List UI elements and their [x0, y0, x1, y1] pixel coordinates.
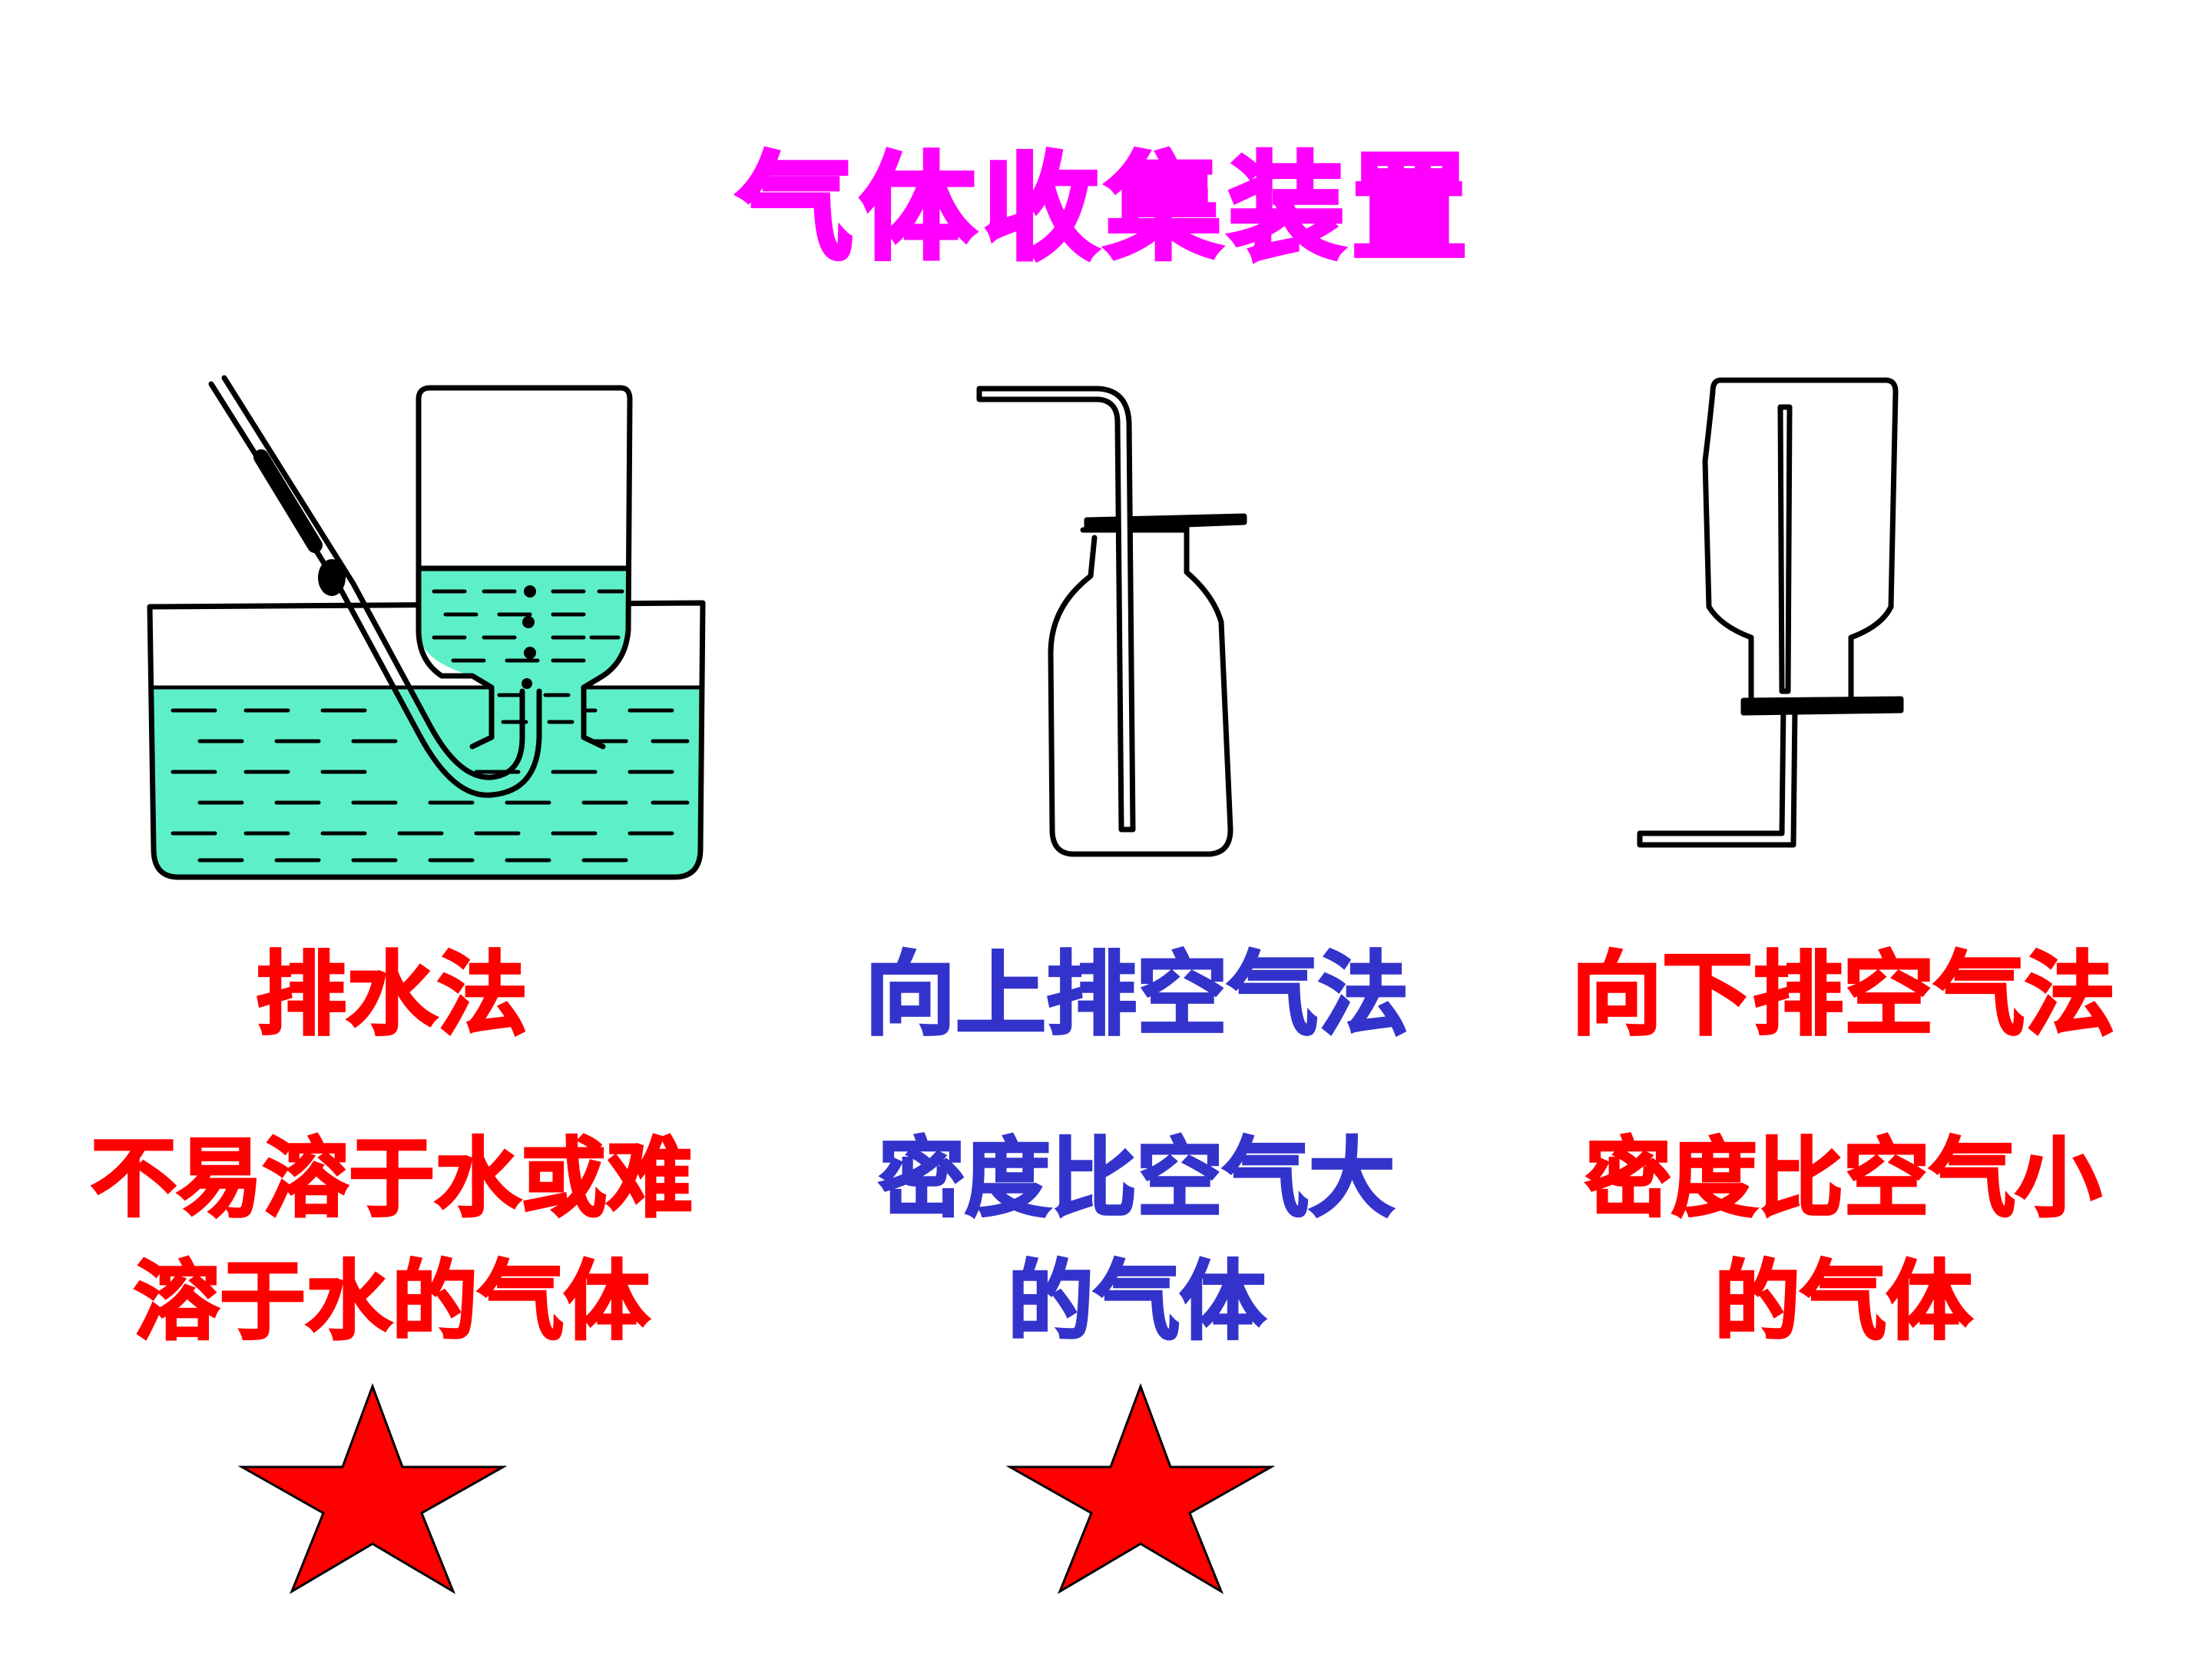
- method-label-upward: 向上排空气法: [863, 941, 1409, 1049]
- method-desc-water: 不易溶于水或难 溶于水的气体: [8, 1118, 776, 1363]
- desc-line: 密度比空气小: [1584, 1128, 2103, 1230]
- desc-line: 不易溶于水或难: [90, 1128, 694, 1230]
- desc-line: 的气体: [1714, 1251, 1974, 1353]
- star-icon: [238, 1382, 507, 1594]
- method-label-water: 排水法: [254, 941, 528, 1049]
- water-displacement-apparatus: [147, 375, 706, 880]
- method-label-downward: 向下排空气法: [1570, 941, 2116, 1049]
- desc-line: 的气体: [1007, 1251, 1267, 1353]
- star-icon: [1006, 1382, 1275, 1594]
- upward-air-displacement-bottle: [976, 386, 1247, 857]
- method-desc-downward: 密度比空气小 的气体: [1459, 1118, 2212, 1363]
- method-desc-upward: 密度比空气大 的气体: [753, 1118, 1521, 1363]
- page-title: 气体收集装置: [735, 140, 1475, 278]
- downward-air-displacement-bottle: [1637, 377, 1904, 848]
- desc-line: 溶于水的气体: [133, 1251, 651, 1353]
- desc-line: 密度比空气大: [878, 1128, 1396, 1230]
